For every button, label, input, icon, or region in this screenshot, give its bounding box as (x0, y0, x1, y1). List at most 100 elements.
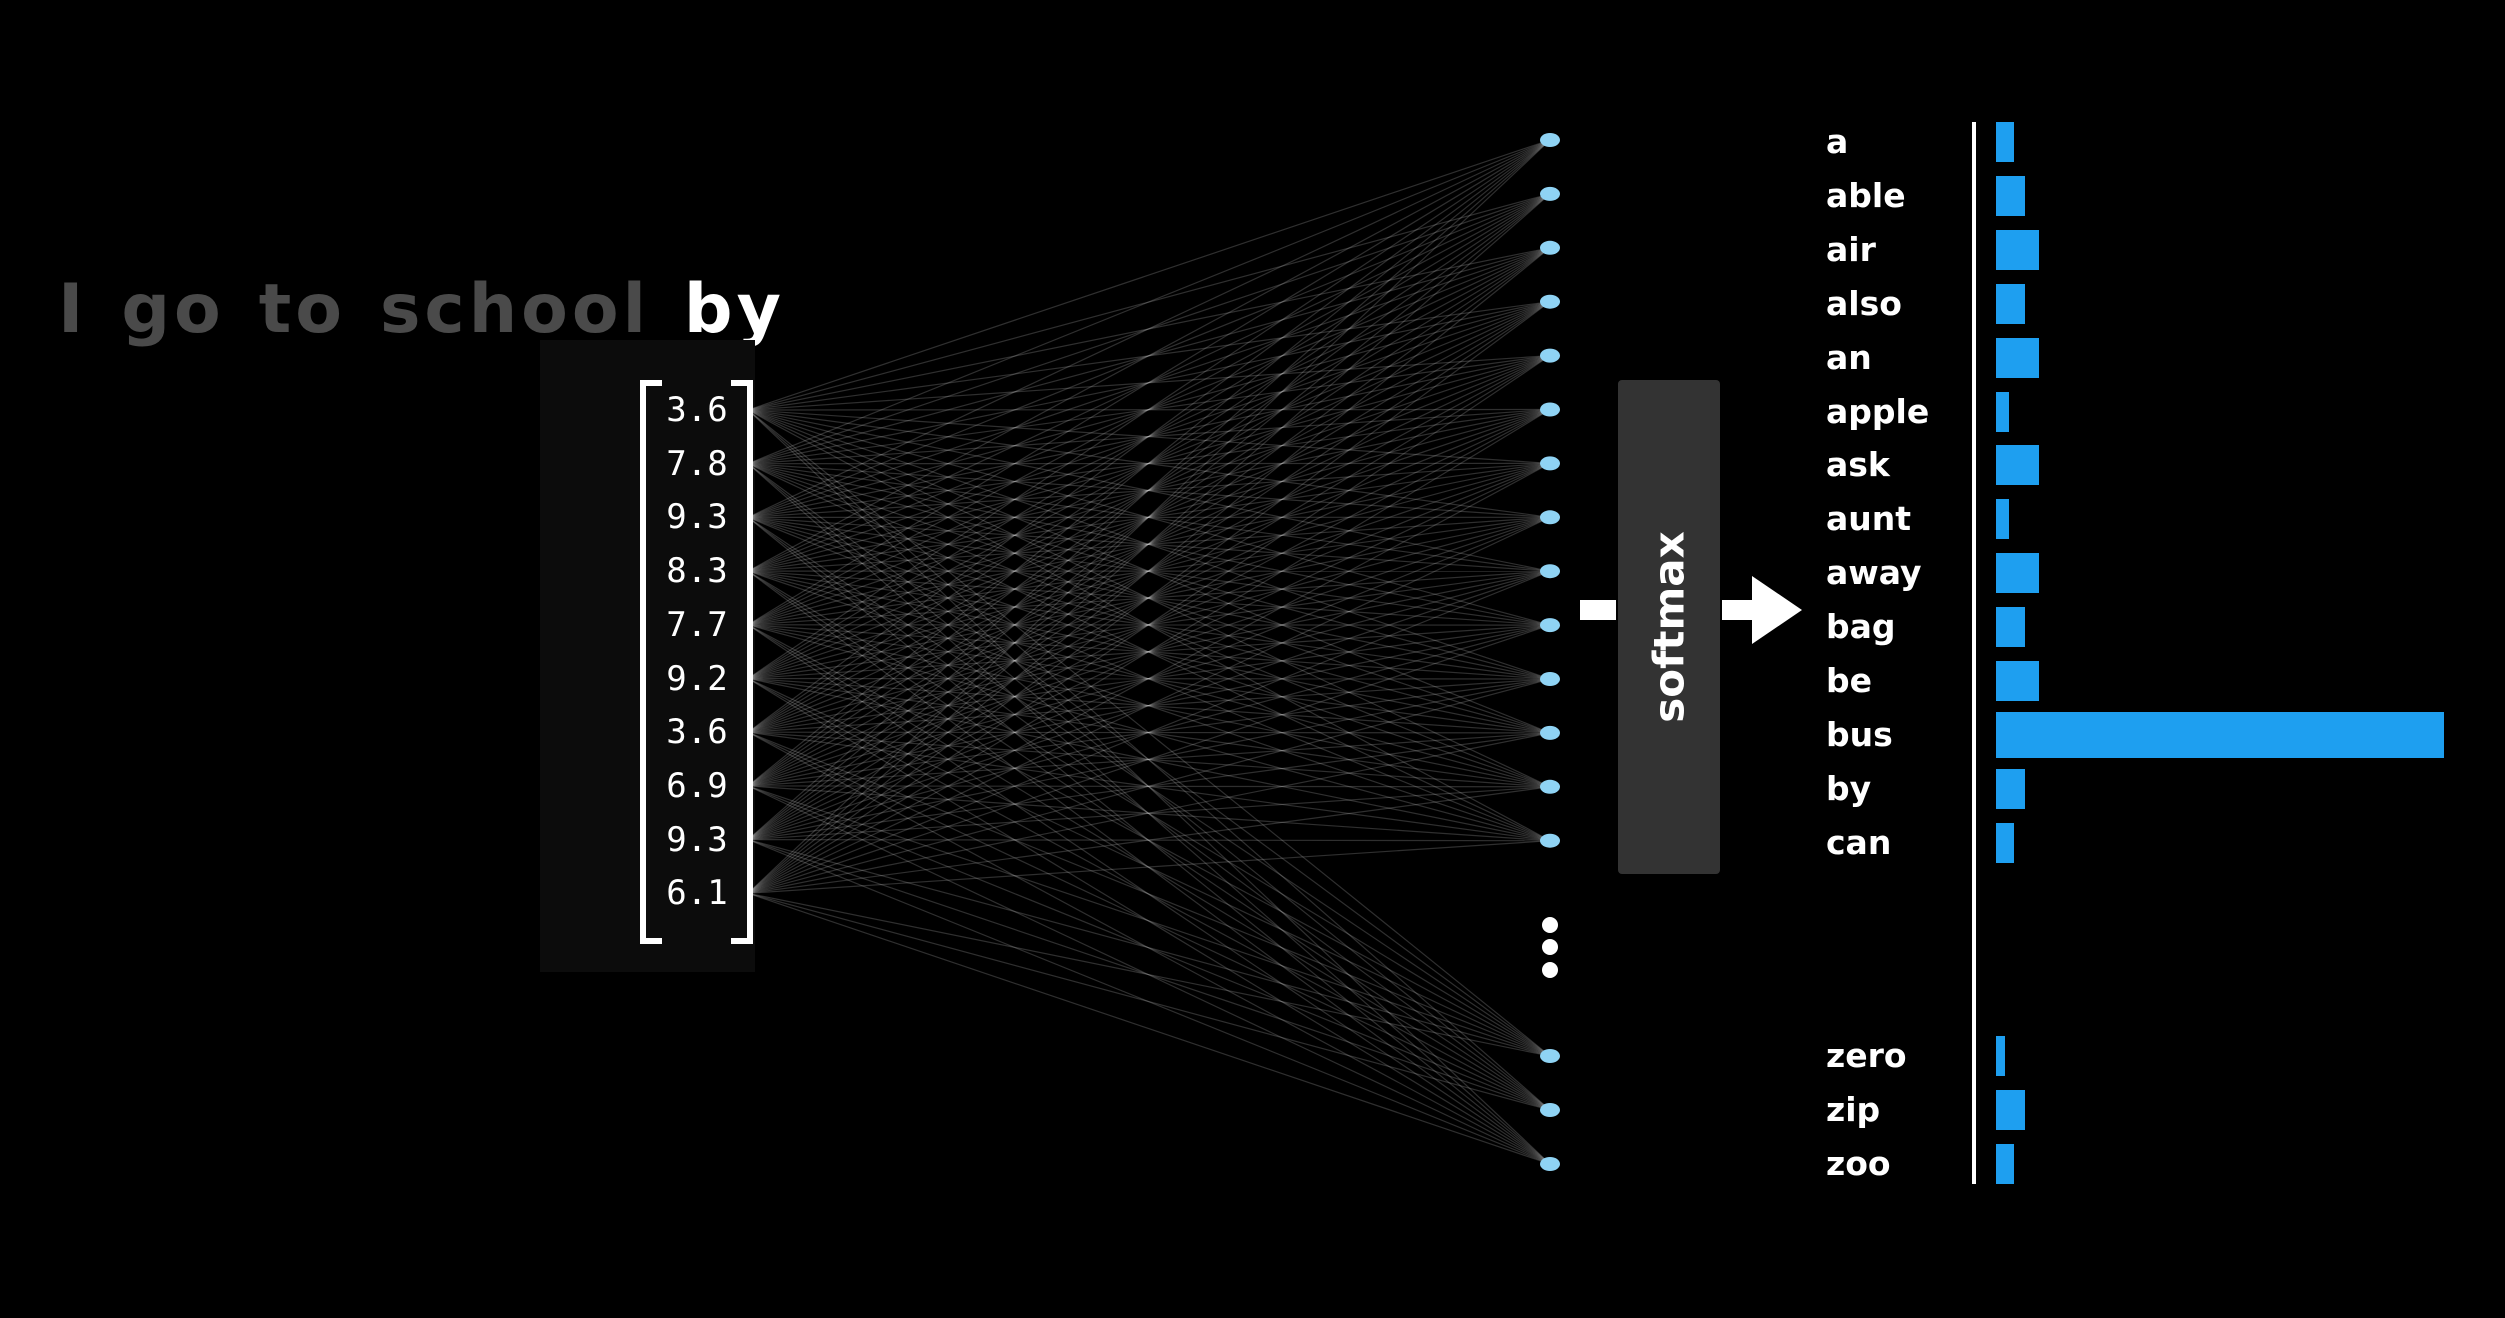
connection-line (747, 570, 1551, 734)
output-node (1540, 186, 1560, 201)
connection-line (747, 409, 1551, 680)
connection-line (747, 463, 1551, 1165)
connection-line (747, 677, 1551, 1165)
connection-line (747, 409, 1551, 1111)
connection-line (747, 732, 1551, 787)
current-word: by (683, 270, 785, 349)
connection-line (747, 624, 1551, 842)
connection-line (747, 409, 1551, 464)
vector-value: 6.9 (666, 765, 728, 806)
connection-line (747, 408, 1551, 841)
connection-line (747, 678, 1551, 787)
connection-line (747, 624, 1551, 841)
connection-line (747, 409, 1551, 734)
connection-line (747, 462, 1551, 733)
connection-line (747, 409, 1551, 572)
output-node (1540, 564, 1560, 579)
connection-line (747, 624, 1551, 680)
vector-value: 7.8 (666, 443, 728, 484)
connection-line (747, 731, 1551, 1057)
connection-line (747, 516, 1551, 734)
connection-line (747, 624, 1551, 894)
connection-line (747, 247, 1551, 680)
connection-line (747, 408, 1551, 518)
connection-line (747, 139, 1551, 572)
connection-line (747, 463, 1551, 842)
connection-line (747, 516, 1551, 842)
vector-value: 6.1 (666, 873, 728, 914)
vocab-word: by (1826, 768, 1872, 808)
vector-value: 9.3 (666, 819, 728, 860)
connection-line (747, 463, 1551, 572)
connection-line (747, 408, 1551, 626)
connection-line (747, 516, 1551, 680)
connection-line (747, 677, 1551, 1111)
vector-value: 3.6 (666, 390, 728, 430)
connection-line (747, 301, 1551, 572)
connection-line (747, 624, 1551, 1057)
vector-value: 7.7 (666, 604, 728, 645)
connection-line (747, 892, 1551, 1165)
output-nodes (1540, 133, 1560, 1171)
connection-line (747, 139, 1551, 465)
connection-line (747, 624, 1551, 788)
connection-line (747, 301, 1551, 680)
connection-line (747, 463, 1551, 1057)
vector-left-bracket (640, 380, 662, 944)
vocab-word: can (1826, 822, 1892, 862)
connection-line (747, 139, 1551, 411)
ellipsis-dot (1542, 939, 1558, 955)
connection-line (747, 785, 1551, 788)
vocab-word: ask (1826, 445, 1890, 485)
connection-line (747, 247, 1551, 465)
connection-line (747, 247, 1551, 894)
vocab-word: aunt (1826, 499, 1912, 539)
output-node (1540, 725, 1560, 740)
connection-line (747, 193, 1551, 465)
connection-line (747, 570, 1551, 787)
connection-line (747, 139, 1551, 841)
connection-line (747, 785, 1551, 842)
connection-line (747, 892, 1551, 1057)
connection-line (747, 463, 1551, 788)
connection-line (747, 463, 1551, 734)
probability-bar (1996, 711, 2444, 758)
softmax-label: softmax (1644, 531, 1694, 723)
output-node (1540, 240, 1560, 255)
vocab-word: bus (1826, 714, 1893, 754)
connection-line (747, 301, 1551, 626)
connection-line (747, 193, 1551, 894)
connection-line (747, 301, 1551, 411)
connection-line (747, 462, 1551, 518)
output-node (1540, 402, 1560, 417)
connection-line (747, 408, 1551, 733)
connection-line (747, 247, 1551, 626)
connection-line (747, 247, 1551, 787)
connection-line (747, 408, 1551, 680)
vocab-word: zero (1826, 1036, 1907, 1075)
connection-line (747, 463, 1551, 680)
connection-line (747, 463, 1551, 1111)
connection-line (747, 516, 1551, 894)
vector-right-bracket (731, 380, 753, 944)
connection-line (747, 516, 1551, 1165)
connection-line (747, 193, 1551, 626)
connection-line (747, 785, 1551, 1057)
connection-line (747, 516, 1551, 1111)
vocab-word: zoo (1826, 1144, 1891, 1183)
connection-line (747, 193, 1551, 411)
connection-line (747, 409, 1551, 1057)
connection-line (747, 839, 1551, 1165)
connection-line (747, 301, 1551, 465)
connection-line (747, 301, 1551, 733)
connection-line (747, 139, 1551, 626)
connection-line (747, 624, 1551, 1111)
connection-line (747, 462, 1551, 894)
connection-line (747, 193, 1551, 841)
connection-line (747, 677, 1551, 1057)
connection-line (747, 677, 1551, 734)
arrow-shaft-out-of-softmax (1722, 600, 1756, 620)
vocab-word: away (1826, 553, 1922, 593)
context-word: to (258, 270, 346, 349)
